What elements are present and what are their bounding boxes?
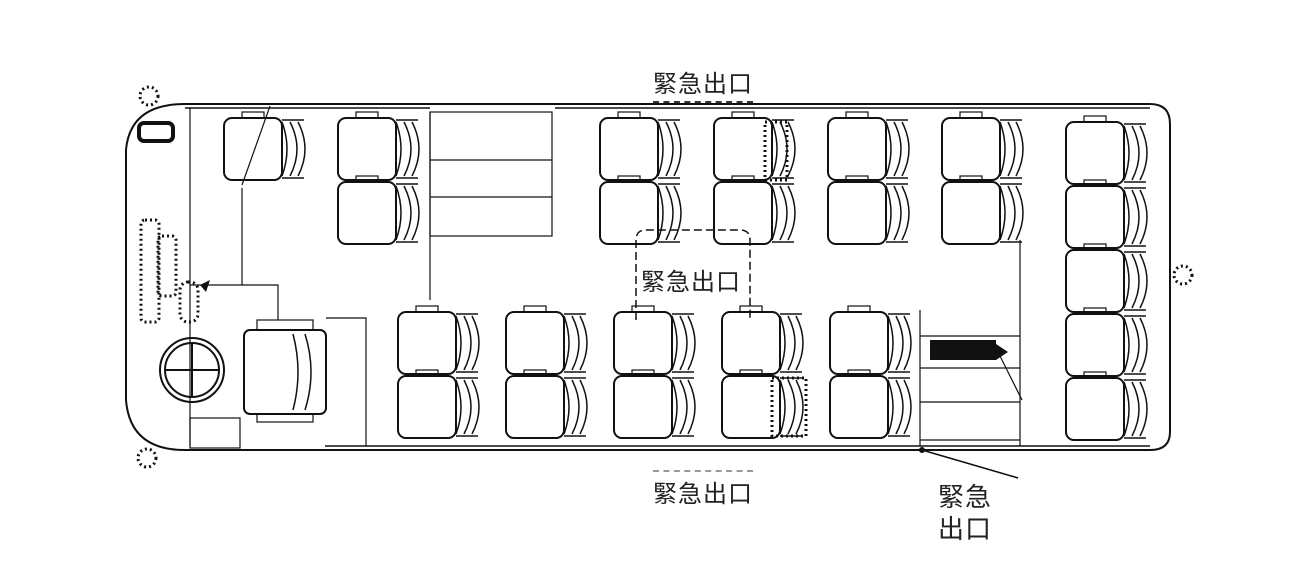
driver-seat [189,188,367,449]
top-row-seats [338,112,1023,244]
roof-hatch-outline [635,229,751,320]
guide-seat [223,105,306,186]
folding-seat [770,376,808,438]
stairs-front [429,111,553,300]
exit-label-top: 緊急出口 [653,64,753,103]
exit-pointer [921,449,1019,479]
pedals-icon [139,218,200,324]
rear-bench-seats [1065,115,1148,441]
emergency-hammer-icon [930,340,1023,401]
bottom-row-seats [398,306,911,438]
bus-body [125,103,1171,451]
light-icon [138,85,160,107]
mirror-icon [137,121,175,143]
light-icon [1172,264,1194,286]
exit-label-side: 緊急出口 [938,483,993,545]
exit-label-middle: 緊急出口 [641,262,741,297]
folding-seat [763,120,789,182]
stairs-rear [919,240,1021,446]
exit-label-bottom: 緊急出口 [653,470,753,509]
steering-wheel-icon [159,337,225,403]
light-icon [136,447,158,469]
